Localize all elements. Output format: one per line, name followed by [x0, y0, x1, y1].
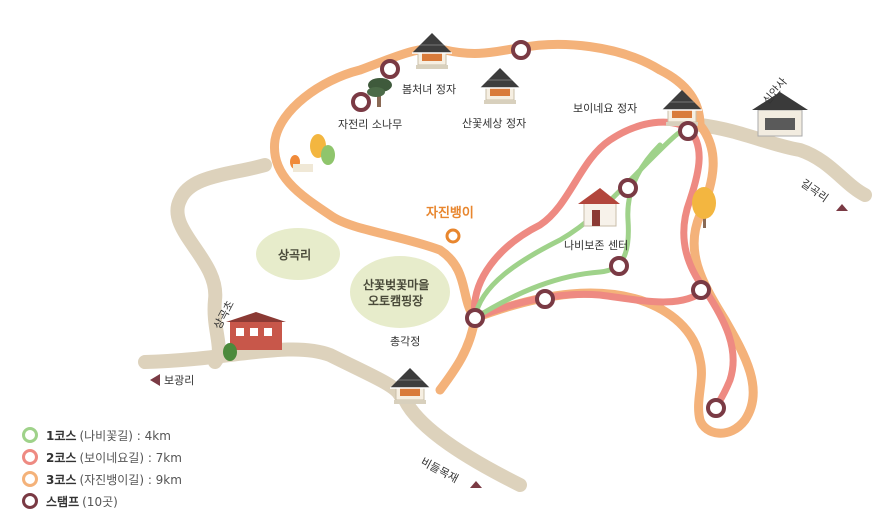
course2-route	[470, 118, 737, 412]
legend-course2-name: 2코스	[46, 450, 77, 465]
course3-ring-icon	[22, 471, 38, 487]
stamp-point[interactable]	[609, 256, 629, 276]
village-areas	[256, 228, 450, 328]
stamp-point[interactable]	[691, 280, 711, 300]
pavilion-chonggakjeong-icon	[389, 367, 431, 405]
legend-stamp-name: 스탬프	[46, 494, 80, 509]
road-bogwangri	[138, 342, 407, 402]
stamp-point[interactable]	[618, 178, 638, 198]
camping-area	[350, 256, 450, 328]
label-jajinbaengi: 자진뱅이	[426, 205, 474, 221]
label-boinaeyo: 보이네요 정자	[573, 102, 637, 115]
pine-tree-icon	[367, 78, 392, 107]
legend-course2-note: (보이네요길) : 7km	[79, 450, 182, 465]
label-bogwangri: 보광리	[164, 374, 194, 387]
label-nabi-center: 나비보존 센터	[564, 239, 628, 252]
road-west	[170, 158, 272, 369]
label-camping-line2: 오토캠핑장	[368, 293, 423, 308]
label-camping-line1: 산꽃벚꽃마을	[363, 277, 429, 292]
roads	[138, 118, 872, 492]
sanggokri-area	[256, 228, 340, 280]
pavilion-sankkotsesang-icon	[479, 67, 521, 105]
legend-course3: 3코스 (자진뱅이길) : 9km	[22, 468, 182, 490]
stamp-point[interactable]	[678, 121, 698, 141]
road-bideulmokjae	[398, 393, 527, 492]
stamp-point[interactable]	[465, 308, 485, 328]
butterfly-center-icon	[578, 188, 620, 227]
stamp-point[interactable]	[511, 40, 531, 60]
label-chonggakjeong: 총각정	[390, 335, 420, 348]
stamp-points[interactable]	[351, 40, 726, 418]
label-jajeonri-pine: 자전리 소나무	[338, 118, 402, 131]
gilgokri-arrow-icon	[836, 204, 848, 211]
legend-course1-name: 1코스	[46, 428, 77, 443]
label-sankkotsesang: 산꽃세상 정자	[462, 117, 526, 130]
buildings	[223, 92, 808, 361]
label-sanggokri: 상곡리	[278, 247, 311, 262]
road-sinansa	[693, 118, 872, 202]
autumn-tree-icon	[290, 134, 335, 172]
stamp-point[interactable]	[535, 289, 555, 309]
pavilion-bomcheonyeo-icon	[411, 32, 453, 70]
legend-course3-note: (자진뱅이길) : 9km	[79, 472, 182, 487]
direction-markers	[150, 204, 848, 488]
legend-course1-note: (나비꽃길) : 4km	[79, 428, 171, 443]
label-bomcheonyeo: 봄처녀 정자	[402, 83, 456, 96]
label-gilgokri: 길곡리	[798, 177, 830, 205]
course1-ring-icon	[22, 427, 38, 443]
temple-icon	[752, 92, 808, 137]
legend: 1코스 (나비꽃길) : 4km 2코스 (보이네요길) : 7km 3코스 (…	[22, 424, 182, 512]
bogwangri-arrow-icon	[150, 374, 160, 386]
course2-ring-icon	[22, 449, 38, 465]
label-bideulmokjae: 비들목재	[419, 455, 461, 485]
trees	[290, 78, 716, 228]
bideulmokjae-arrow-icon	[470, 481, 482, 488]
legend-course3-name: 3코스	[46, 472, 77, 487]
legend-stamp-note: (10곳)	[82, 494, 118, 509]
yellow-tree-icon	[692, 187, 716, 228]
legend-stamp: 스탬프 (10곳)	[22, 490, 182, 512]
stamp-point[interactable]	[706, 398, 726, 418]
school-icon	[223, 312, 286, 361]
stamp-point[interactable]	[380, 59, 400, 79]
legend-course2: 2코스 (보이네요길) : 7km	[22, 446, 182, 468]
stamp-point[interactable]	[351, 92, 371, 112]
jajinbaengi-marker-icon[interactable]	[445, 228, 461, 244]
stamp-ring-icon	[22, 493, 38, 509]
legend-course1: 1코스 (나비꽃길) : 4km	[22, 424, 182, 446]
